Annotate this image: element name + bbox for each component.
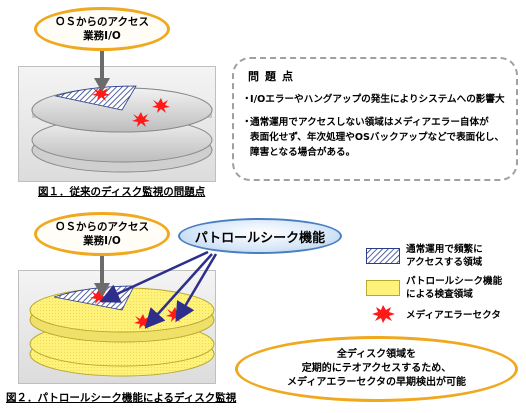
issue-item-1: ・ I/Oエラーやハングアップの発生によりシステムへの影響大 xyxy=(242,92,505,107)
patrol-arrow-3 xyxy=(175,253,218,323)
error-burst-3 xyxy=(132,112,150,127)
fig1-access-arrow xyxy=(94,48,110,92)
fig1-os-line1: ＯＳからのアクセス xyxy=(55,16,149,28)
summary-ellipse: 全ディスク領域を 定期的にテオアクセスするため、 メディアエラーセクタの早期検出… xyxy=(235,336,518,402)
figure1-disk-graphic xyxy=(31,85,213,173)
legend-patrol-line1: パトロールシーク機能 xyxy=(406,276,503,287)
legend-frequent-line1: 通常運用で頻繁に xyxy=(406,244,483,255)
figure1-caption: 図１．従来のディスク監視の問題点 xyxy=(38,186,206,198)
legend-frequent-label: 通常運用で頻繁に アクセスする領域 xyxy=(406,243,483,269)
patrol-arrow-2 xyxy=(144,253,213,329)
legend-patrol-label: パトロールシーク機能 による検査領域 xyxy=(406,275,502,301)
issues-panel: 問題点 ・ I/Oエラーやハングアップの発生によりシステムへの影響大 ・ 通常運… xyxy=(232,57,518,181)
legend-patrol-swatch xyxy=(366,280,400,296)
frequent-access-sector xyxy=(54,85,137,111)
legend-frequent-line2: アクセスする領域 xyxy=(406,257,483,268)
legend-error-burst-icon xyxy=(372,305,395,323)
fig1-os-line2: 業務I/O xyxy=(83,30,121,42)
issue-item-2-line3: 障害となる場合がある。 xyxy=(250,147,356,158)
issues-title: 問題点 xyxy=(248,70,299,83)
patrol-arrow-1 xyxy=(99,250,209,303)
fig2-os-line2: 業務I/O xyxy=(83,235,121,247)
fig2-os-access-bubble: ＯＳからのアクセス 業務I/O xyxy=(34,212,170,256)
issue-item-2-line2: 表面化せず、年次処理やOSバックアップなどで表面化し、 xyxy=(250,132,505,143)
patrol-seek-bubble: パトロールシーク機能 xyxy=(178,218,342,254)
issue-item-1-text: I/Oエラーやハングアップの発生によりシステムへの影響大 xyxy=(250,94,505,105)
bullet-icon: ・ xyxy=(242,117,252,128)
legend-patrol-line2: による検査領域 xyxy=(406,289,473,300)
bullet-icon: ・ xyxy=(242,94,252,105)
figure2-caption: 図２．パトロールシーク機能によるディスク監視 xyxy=(6,392,237,404)
legend-hatch-swatch xyxy=(366,248,400,264)
error-burst-2 xyxy=(152,98,170,113)
legend-error-label: メディアエラーセクタ xyxy=(406,310,501,321)
error-burst-1 xyxy=(92,86,110,101)
summary-line3: メディアエラーセクタの早期検出が可能 xyxy=(287,377,466,388)
issue-item-2-line1: 通常運用でアクセスしない領域はメディアエラー自体が xyxy=(250,117,489,128)
summary-line1: 全ディスク領域を xyxy=(336,349,417,360)
fig1-os-access-bubble: ＯＳからのアクセス 業務I/O xyxy=(34,7,170,51)
fig2-os-line1: ＯＳからのアクセス xyxy=(55,221,149,233)
figure2-disk-graphic xyxy=(29,285,215,377)
summary-line2: 定期的にテオアクセスするため、 xyxy=(301,363,452,374)
issue-item-2: ・ 通常運用でアクセスしない領域はメディアエラー自体が 表面化せず、年次処理やO… xyxy=(242,115,505,160)
